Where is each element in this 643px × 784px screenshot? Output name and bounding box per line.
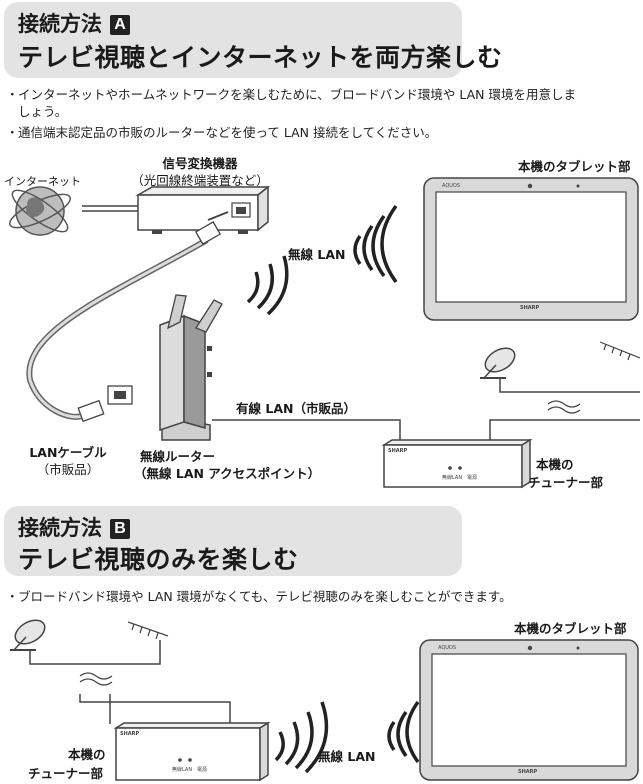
converter-sublabel: （光回線終端装置など）	[131, 173, 269, 188]
tuner-label: 本機の	[536, 457, 574, 472]
tablet-device-b	[419, 639, 639, 781]
section-a-bullet-2: ・通信端末認定品の市販のルーターなどを使って LAN 接続をしてください。	[6, 125, 438, 140]
router-sublabel: （無線 LAN アクセスポイント）	[134, 466, 321, 481]
wireless-router-device	[159, 294, 223, 441]
wifi-signal-icon	[246, 204, 398, 316]
tuner-b-indicator-label: 無線LAN 電源	[172, 767, 208, 773]
tablet-device	[423, 177, 639, 321]
tablet-b-label: 本機のタブレット部	[514, 621, 627, 636]
wired-lan-label: 有線 LAN（市販品）	[236, 401, 356, 416]
tuner-b-sublabel: チューナー部	[28, 766, 104, 781]
lan-cable-label: LANケーブル	[29, 445, 107, 460]
bullet-text: インターネットやホームネットワークを楽しむために、ブロードバンド環境や LAN …	[18, 87, 576, 102]
bullet-text: 通信端末認定品の市販のルーターなどを使って LAN 接続をしてください。	[18, 125, 438, 140]
lan-cable-sublabel: （市販品）	[36, 462, 100, 477]
section-a-heading-text: 接続方法	[18, 12, 102, 36]
tv-antenna-icon	[599, 341, 641, 361]
wireless-lan-label: 無線 LAN	[288, 247, 346, 262]
internet-label: インターネット	[4, 175, 81, 188]
tablet-b-brand-label: SHARP	[518, 769, 538, 775]
section-b-bullet-1: ・ブロードバンド環境や LAN 環境がなくても、テレビ視聴のみを楽しむことができ…	[6, 589, 512, 604]
section-a-title: テレビ視聴とインターネットを両方楽しむ	[18, 43, 503, 72]
section-a-banner: 接続方法 A テレビ視聴とインターネットを両方楽しむ	[4, 2, 502, 78]
converter-label: 信号変換機器	[162, 156, 238, 171]
tablet-b-model-label: AQUOS	[438, 645, 457, 651]
tv-antenna-icon-b	[127, 621, 169, 640]
tuner-device	[381, 438, 533, 489]
tuner-indicator-label: 無線LAN 電源	[442, 475, 478, 481]
tablet-label: 本機のタブレット部	[518, 159, 631, 174]
tablet-model-label: AQUOS	[442, 183, 461, 189]
tablet-brand-label: SHARP	[520, 305, 540, 311]
section-b-heading-text: 接続方法	[18, 516, 102, 540]
section-a-bullet-1: ・インターネットやホームネットワークを楽しむために、ブロードバンド環境や LAN…	[6, 86, 636, 120]
router-label: 無線ルーター	[140, 449, 216, 464]
section-b-title: テレビ視聴のみを楽しむ	[18, 545, 299, 574]
tuner-b-brand-label: SHARP	[120, 731, 140, 737]
section-a-heading: 接続方法 A	[18, 8, 130, 38]
tuner-b-label: 本機の	[68, 747, 106, 762]
section-b-heading: 接続方法 B	[18, 512, 130, 542]
section-a-badge: A	[110, 15, 130, 35]
bullet-text: ブロードバンド環境や LAN 環境がなくても、テレビ視聴のみを楽しむことができま…	[18, 589, 512, 604]
tuner-device-b	[113, 721, 271, 782]
lan-cable	[26, 211, 229, 423]
internet-globe-icon	[9, 186, 71, 236]
section-b-banner: 接続方法 B テレビ視聴のみを楽しむ	[4, 506, 462, 576]
section-b-badge: B	[110, 519, 130, 539]
bullet-text-cont: しょう。	[18, 104, 68, 119]
wireless-lan-b-label: 無線 LAN	[318, 749, 376, 764]
tuner-brand-label: SHARP	[388, 448, 408, 454]
satellite-dish-icon	[480, 347, 516, 379]
satellite-dish-icon-b	[10, 619, 46, 651]
wifi-signal-icon-b	[274, 700, 420, 774]
tuner-sublabel: チューナー部	[528, 475, 604, 490]
signal-converter-device	[135, 185, 271, 234]
